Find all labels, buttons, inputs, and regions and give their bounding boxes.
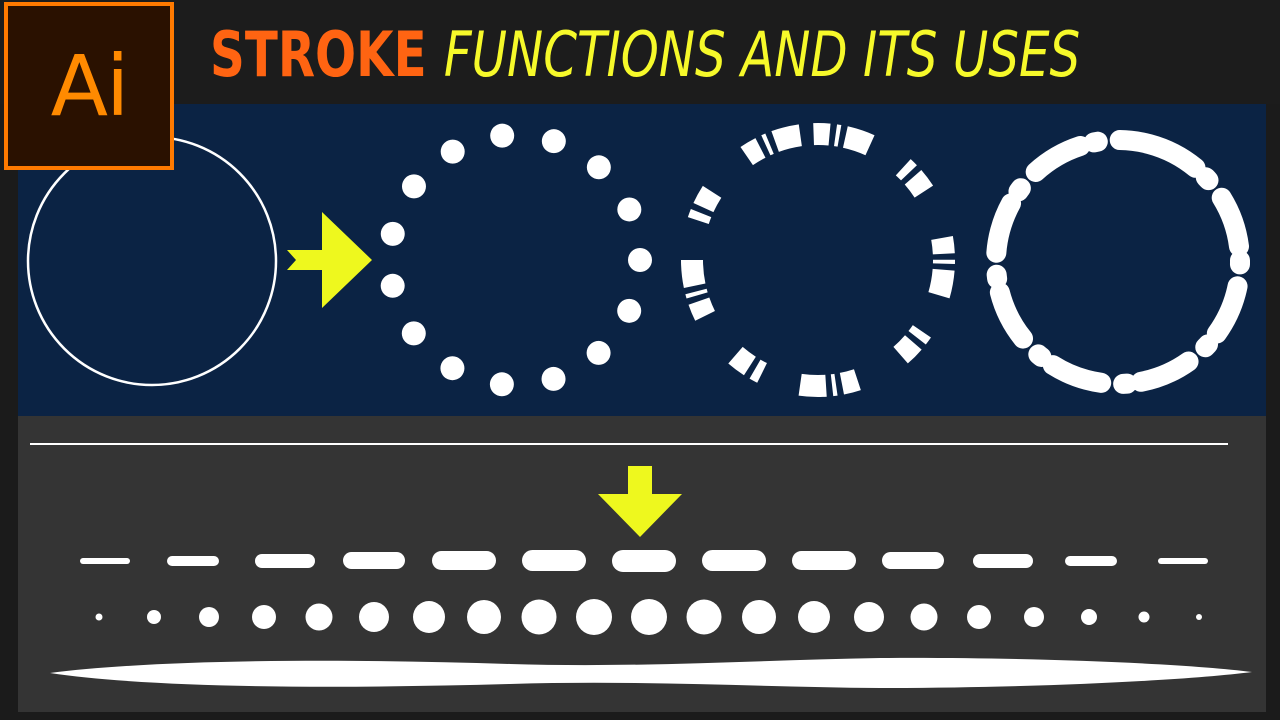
dash-row <box>80 550 1208 572</box>
illustrator-logo: Ai <box>4 2 174 170</box>
dotted-circle <box>378 123 652 397</box>
width-profile-stroke <box>50 657 1252 688</box>
arrow-right-icon <box>287 212 372 308</box>
dot-row <box>95 599 1202 635</box>
plain-circle <box>26 135 278 387</box>
title-word-stroke: STROKE <box>210 17 427 91</box>
page-title: STROKE FUNCTIONS AND ITS USES <box>210 8 1080 100</box>
arrow-down-icon <box>598 466 682 537</box>
title-bar <box>0 0 1280 104</box>
logo-text: Ai <box>50 37 130 135</box>
dashed-circle-inner <box>681 123 955 398</box>
long-dash-circle <box>986 129 1250 394</box>
title-rest: FUNCTIONS AND ITS USES <box>443 17 1081 91</box>
